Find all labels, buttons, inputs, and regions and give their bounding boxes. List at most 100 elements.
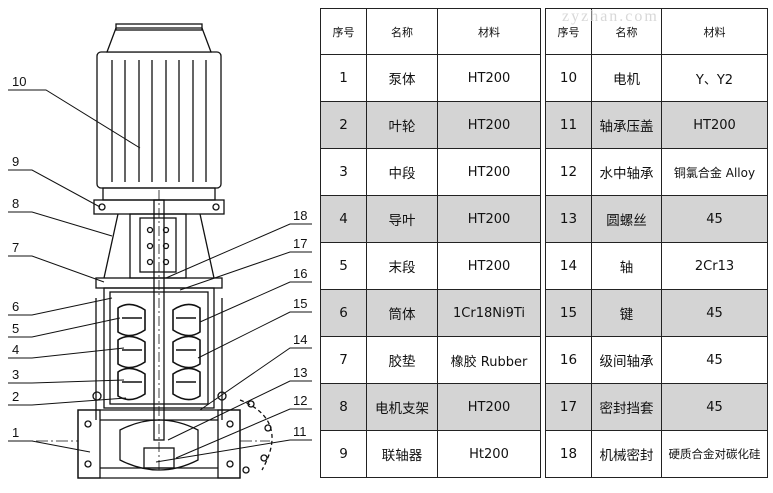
callout-6: 6 (12, 299, 19, 314)
part-name: 电机支架 (366, 383, 438, 431)
table-row: 5 末段 HT200 (320, 242, 541, 290)
part-no: 16 (545, 336, 592, 384)
part-name: 圆螺丝 (591, 195, 662, 243)
motor (93, 23, 225, 215)
part-no: 6 (320, 289, 367, 337)
callout-14: 14 (293, 332, 307, 347)
header-no: 序号 (320, 8, 367, 55)
part-name: 胶垫 (366, 336, 438, 384)
part-no: 7 (320, 336, 367, 384)
part-material: 硬质合金对碳化硅 (661, 430, 768, 478)
part-material: HT200 (437, 195, 541, 243)
table-row: 1 泵体 HT200 (320, 54, 541, 102)
part-no: 17 (545, 383, 592, 431)
part-no: 15 (545, 289, 592, 337)
table-row: 9 联轴器 Ht200 (320, 430, 541, 478)
part-no: 8 (320, 383, 367, 431)
callout-1: 1 (12, 425, 19, 440)
table-row: 12 水中轴承 铜氯合金 Alloy (545, 148, 768, 196)
part-no: 11 (545, 101, 592, 149)
callout-2: 2 (12, 389, 19, 404)
part-material: HT200 (437, 383, 541, 431)
callouts-right: 18 17 16 15 14 13 12 11 (293, 208, 307, 439)
part-no: 4 (320, 195, 367, 243)
part-material: 45 (661, 195, 768, 243)
part-name: 叶轮 (366, 101, 438, 149)
parts-table-left: 序号 名称 材料 1 泵体 HT200 2 叶轮 HT200 3 中段 HT20… (320, 8, 541, 478)
part-name: 联轴器 (366, 430, 438, 478)
table-header-row: 序号 名称 材料 (545, 8, 768, 55)
table-row: 6 筒体 1Cr18Ni9Ti (320, 289, 541, 337)
part-name: 末段 (366, 242, 438, 290)
part-material: 铜氯合金 Alloy (661, 148, 768, 196)
header-material: 材料 (661, 8, 768, 55)
part-material: 橡胶 Rubber (437, 336, 541, 384)
part-name: 密封挡套 (591, 383, 662, 431)
table-row: 8 电机支架 HT200 (320, 383, 541, 431)
part-material: 45 (661, 289, 768, 337)
part-material: Ht200 (437, 430, 541, 478)
part-no: 3 (320, 148, 367, 196)
part-no: 13 (545, 195, 592, 243)
table-row: 17 密封挡套 45 (545, 383, 768, 431)
callout-4: 4 (12, 342, 19, 357)
pump-body (16, 399, 273, 479)
parts-table-right: 序号 名称 材料 10 电机 Y、Y2 11 轴承压盖 HT200 12 水中轴… (545, 8, 768, 478)
part-material: 1Cr18Ni9Ti (437, 289, 541, 337)
part-no: 18 (545, 430, 592, 478)
part-material: HT200 (437, 242, 541, 290)
header-no: 序号 (545, 8, 592, 55)
callout-17: 17 (293, 236, 307, 251)
callouts-left: 10 9 8 7 6 5 4 3 2 1 (12, 74, 26, 440)
part-material: 45 (661, 383, 768, 431)
part-material: 45 (661, 336, 768, 384)
callout-18: 18 (293, 208, 307, 223)
callout-13: 13 (293, 365, 307, 380)
part-name: 级间轴承 (591, 336, 662, 384)
part-name: 电机 (591, 54, 662, 102)
table-row: 4 导叶 HT200 (320, 195, 541, 243)
part-name: 水中轴承 (591, 148, 662, 196)
part-no: 9 (320, 430, 367, 478)
part-no: 1 (320, 54, 367, 102)
part-name: 导叶 (366, 195, 438, 243)
table-row: 13 圆螺丝 45 (545, 195, 768, 243)
part-name: 中段 (366, 148, 438, 196)
callout-7: 7 (12, 240, 19, 255)
part-name: 轴承压盖 (591, 101, 662, 149)
callout-11: 11 (293, 424, 307, 439)
table-header-row: 序号 名称 材料 (320, 8, 541, 55)
callout-10: 10 (12, 74, 26, 89)
pump-cross-section-drawing: 10 9 8 7 6 5 4 3 2 1 18 17 16 15 14 13 1… (8, 23, 312, 479)
table-row: 10 电机 Y、Y2 (545, 54, 768, 102)
part-material: HT200 (437, 101, 541, 149)
part-no: 2 (320, 101, 367, 149)
shaft (153, 190, 165, 470)
table-row: 18 机械密封 硬质合金对碳化硅 (545, 430, 768, 478)
part-material: HT200 (437, 148, 541, 196)
watermark: zyzhan.com (562, 8, 659, 25)
callout-5: 5 (12, 321, 19, 336)
part-no: 5 (320, 242, 367, 290)
table-row: 2 叶轮 HT200 (320, 101, 541, 149)
table-row: 16 级间轴承 45 (545, 336, 768, 384)
part-no: 12 (545, 148, 592, 196)
header-name: 名称 (591, 8, 662, 55)
header-material: 材料 (437, 8, 541, 55)
table-row: 3 中段 HT200 (320, 148, 541, 196)
callout-15: 15 (293, 296, 307, 311)
leader-lines (8, 89, 312, 463)
callout-3: 3 (12, 367, 19, 382)
table-row: 11 轴承压盖 HT200 (545, 101, 768, 149)
callout-8: 8 (12, 196, 19, 211)
part-name: 泵体 (366, 54, 438, 102)
part-material: 2Cr13 (661, 242, 768, 290)
table-row: 15 键 45 (545, 289, 768, 337)
part-material: HT200 (437, 54, 541, 102)
part-name: 键 (591, 289, 662, 337)
callout-16: 16 (293, 266, 307, 281)
callout-9: 9 (12, 154, 19, 169)
part-material: Y、Y2 (661, 54, 768, 102)
table-row: 7 胶垫 橡胶 Rubber (320, 336, 541, 384)
part-name: 筒体 (366, 289, 438, 337)
